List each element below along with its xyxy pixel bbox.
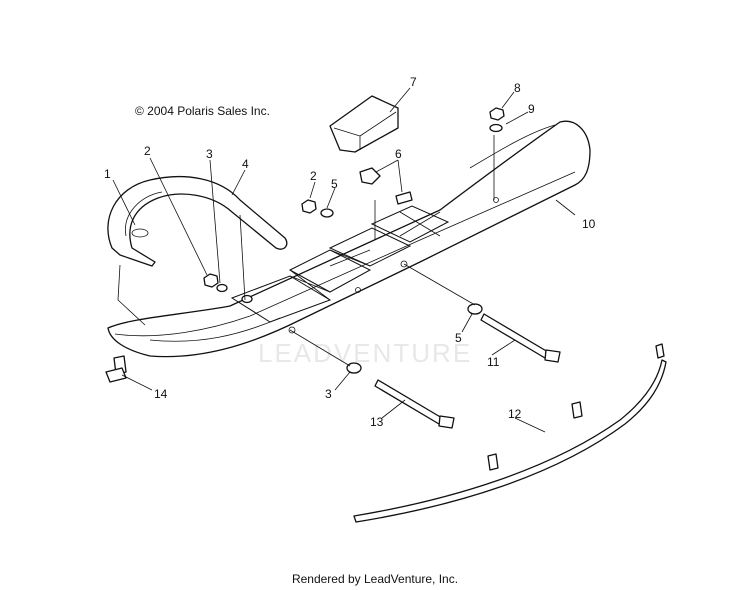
callout-7: 7	[410, 75, 417, 89]
callout-6: 6	[395, 147, 402, 161]
callout-2b: 2	[310, 169, 317, 183]
callout-10: 10	[582, 217, 596, 231]
callout-9: 9	[528, 102, 535, 116]
watermark-text: LEADVENTURE	[258, 338, 472, 368]
ski-bumper	[329, 95, 399, 153]
copyright-text: © 2004 Polaris Sales Inc.	[135, 104, 270, 118]
callout-12: 12	[508, 407, 522, 421]
leader-lines	[112, 87, 576, 433]
ski-body	[107, 120, 591, 358]
ski-loop-handle	[107, 175, 288, 267]
callout-5a: 5	[331, 177, 338, 191]
callout-8: 8	[514, 81, 521, 95]
bolt-long	[480, 313, 561, 363]
callout-11: 11	[487, 355, 500, 369]
callout-14: 14	[154, 387, 168, 401]
ski-runner	[353, 343, 667, 523]
ski-hardware	[203, 107, 505, 374]
callout-13: 13	[370, 415, 384, 429]
callout-3a: 3	[206, 147, 213, 161]
bolt-lower	[374, 379, 455, 429]
mounting-stud	[105, 355, 127, 383]
callout-4: 4	[242, 157, 249, 171]
callout-2a: 2	[144, 144, 151, 158]
callout-3b: 3	[325, 387, 332, 401]
callout-labels: 1 2 3 4 2 5 6 7 8 9 10 5 11 3 13 12 14	[104, 75, 596, 429]
footer-credit: Rendered by LeadVenture, Inc.	[291, 572, 459, 586]
callout-1: 1	[104, 167, 111, 181]
callout-5b: 5	[455, 331, 462, 345]
